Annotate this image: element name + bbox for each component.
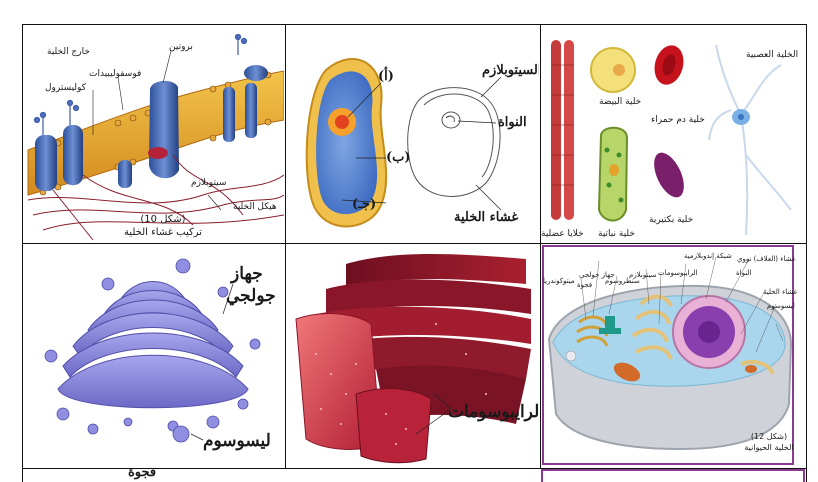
animal-figure-number: (شكل 12) xyxy=(750,432,788,441)
label-b: (ب) xyxy=(386,150,411,165)
muscle-cells-label: خلايا عضلية xyxy=(541,229,584,239)
protein-label: بروتين xyxy=(169,42,193,52)
nucleus-label: النواة xyxy=(498,115,527,130)
membrane-figure-number: (شكل 10) xyxy=(140,214,186,225)
cell-membrane-label: غشاء الخلية xyxy=(454,210,519,225)
bacterial-cell-label: خلية بكتيرية xyxy=(649,215,694,225)
animal-golgi-label: جهاز جولجي xyxy=(579,271,615,279)
membrane-figure: خارج الخلية بروتين فوسفوليبيدات كوليسترو… xyxy=(23,25,284,242)
column-divider-2 xyxy=(540,24,541,482)
animal-nuclear-membrane-label: غشاء (الغلاف) نووي xyxy=(737,255,796,263)
golgi-label-line2: جولجي xyxy=(226,286,276,306)
animal-mitochondria-label: ميتوكوندريا xyxy=(543,277,575,285)
cytoskeleton-label: هيكل الخلية xyxy=(233,202,277,212)
animal-cell-illustration xyxy=(542,245,794,465)
animal-cell-figure: جهاز جولجي فجوة ميتوكوندريا سيتوبلازم سن… xyxy=(541,244,805,467)
red-blood-cell-label: خلية دم حمراء xyxy=(651,115,705,125)
cell-types-illustration xyxy=(551,40,792,236)
membrane-caption: تركيب غشاء الخلية xyxy=(123,227,203,238)
lysosome-label: ليسوسوم xyxy=(203,431,271,451)
label-a: (أ) xyxy=(378,69,394,84)
cytoplasm-label: السيتوبلازم xyxy=(482,63,539,78)
golgi-label-line1: جهاز xyxy=(231,264,263,284)
cell-types-figure: الخلية العصبية خلية البيضة خلية دم حمراء… xyxy=(541,25,805,242)
cytoplasm-label: سيتوبلازم xyxy=(191,178,227,188)
outside-cell-label: خارج الخلية xyxy=(47,47,90,57)
cholesterol-label: كوليسترول xyxy=(45,83,86,93)
animal-vacuole-label: فجوة xyxy=(577,281,593,289)
membrane-illustration xyxy=(27,33,284,241)
label-c: (جـ) xyxy=(352,197,377,212)
golgi-illustration xyxy=(44,258,261,443)
golgi-figure: جهاز جولجي ليسوسوم xyxy=(23,244,284,467)
row-divider-2 xyxy=(22,468,806,469)
animal-cytoplasm-label: سيتوبلازم xyxy=(629,271,657,279)
ribosomes-label: الرايبوسومات xyxy=(448,402,539,422)
phospholipids-label: فوسفوليبيدات xyxy=(89,69,142,79)
animal-lysosome-label: ليسوسوم xyxy=(767,302,795,310)
animal-caption: الخلية الحيوانية xyxy=(744,443,794,452)
cell-structure-illustration xyxy=(305,58,502,228)
left-border xyxy=(22,24,23,482)
bottom-vacuole-label: فجوة xyxy=(128,469,157,480)
animal-cell-membrane-label: غشاء الخلية xyxy=(763,288,798,296)
column-divider-1 xyxy=(285,24,286,482)
bottom-row-partial: فجوة xyxy=(23,469,805,482)
bottom-animal-frame xyxy=(541,469,805,482)
animal-er-label: شبكة إندوبلازمية xyxy=(684,252,732,260)
egg-cell-label: خلية البيضة xyxy=(599,97,642,107)
top-border xyxy=(22,24,806,25)
cell-structure-figure: (أ) (ب) (جـ) السيتوبلازم النواة غشاء الخ… xyxy=(286,25,539,242)
plant-cell-label: خلية نباتية xyxy=(598,229,635,239)
nerve-cell-label: الخلية العصبية xyxy=(746,50,799,60)
animal-ribosomes-label: الرايبوسومات xyxy=(658,269,698,277)
right-border xyxy=(806,24,807,482)
animal-centrosome-label: سنطروسوم xyxy=(605,277,640,285)
er-illustration xyxy=(295,254,531,464)
animal-nucleus-label: النواة xyxy=(736,269,752,277)
row-divider-1 xyxy=(22,243,806,244)
er-figure: الرايبوسومات xyxy=(286,244,539,467)
